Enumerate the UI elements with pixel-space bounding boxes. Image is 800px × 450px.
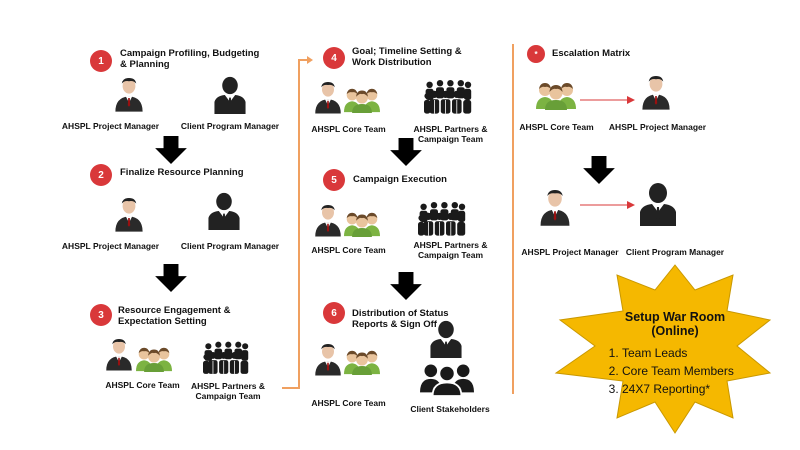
step-escalation-title: Escalation Matrix [552, 48, 631, 59]
label-core-team: AHSPL Core Team [105, 380, 180, 390]
label-partners-line2: Campaign Team [195, 391, 261, 401]
divider-left [298, 60, 300, 389]
step-2-badge: 2 [90, 164, 112, 186]
label-core-team: AHSPL Core Team [519, 122, 594, 132]
label-core-team: AHSPL Core Team [311, 398, 386, 408]
war-room-item: Core Team Members [622, 362, 750, 380]
label-client-pm: Client Program Manager [180, 241, 280, 251]
label-partners-line1: AHSPL Partners & [413, 124, 488, 134]
label-client-pm: Client Program Manager [625, 247, 725, 257]
step-1-title: Campaign Profiling, Budgeting & Planning [120, 48, 260, 70]
step-4-badge: 4 [323, 47, 345, 69]
step-3-badge: 3 [90, 304, 112, 326]
label-ahspl-pm: AHSPL Project Manager [61, 121, 160, 131]
war-room: Setup War Room (Online) Team Leads Core … [600, 310, 750, 398]
label-ahspl-pm: AHSPL Project Manager [521, 247, 619, 257]
label-ahspl-pm: AHSPL Project Manager [608, 122, 707, 132]
step-2-title: Finalize Resource Planning [120, 167, 244, 178]
label-client-stakeholders: Client Stakeholders [410, 404, 490, 414]
label-partners: AHSPL Partners & Campaign Team [408, 240, 493, 260]
label-ahspl-pm: AHSPL Project Manager [61, 241, 160, 251]
step-6-badge: 6 [323, 302, 345, 324]
divider-right [512, 44, 514, 394]
war-room-item: 24X7 Reporting* [622, 380, 750, 398]
step-escalation-badge: * [527, 45, 545, 63]
step-5-title: Campaign Execution [353, 174, 447, 185]
war-room-title: Setup War Room (Online) [624, 310, 726, 338]
label-partners-line2: Campaign Team [417, 250, 484, 260]
label-core-team: AHSPL Core Team [311, 124, 386, 134]
label-partners-line1: AHSPL Partners & [413, 240, 488, 250]
label-partners-line2: Campaign Team [417, 134, 484, 144]
label-client-pm: Client Program Manager [180, 121, 280, 131]
step-5-badge: 5 [323, 169, 345, 191]
war-room-list: Team Leads Core Team Members 24X7 Report… [600, 344, 750, 398]
step-3-title: Resource Engagement & Expectation Settin… [118, 305, 231, 327]
step-6-title: Distribution of Status Reports & Sign Of… [352, 308, 449, 330]
label-partners-line1: AHSPL Partners & [190, 381, 265, 391]
label-core-team: AHSPL Core Team [311, 245, 386, 255]
label-partners: AHSPL Partners & Campaign Team [187, 381, 269, 401]
step-1-badge: 1 [90, 50, 112, 72]
label-partners: AHSPL Partners & Campaign Team [408, 124, 493, 144]
step-4-title: Goal; Timeline Setting & Work Distributi… [352, 46, 462, 68]
war-room-item: Team Leads [622, 344, 750, 362]
